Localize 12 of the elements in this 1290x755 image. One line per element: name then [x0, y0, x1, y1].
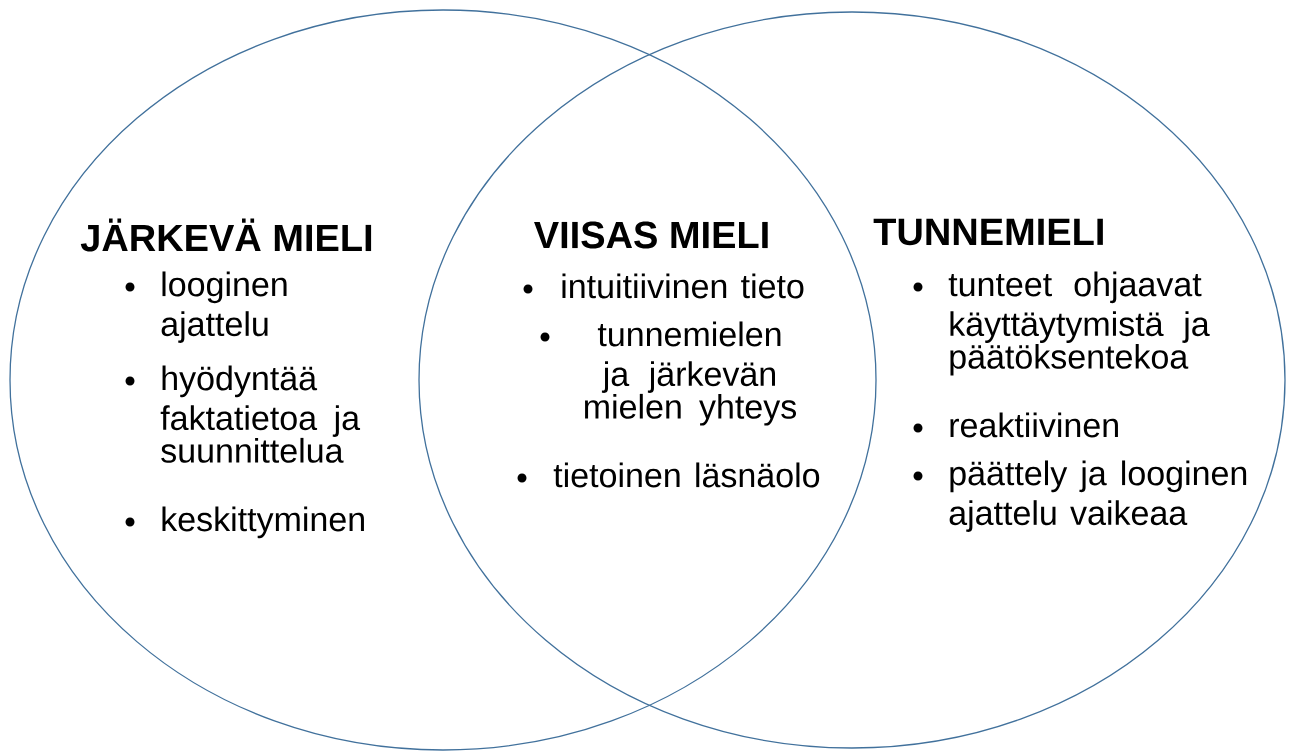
bullet-item: hyödyntää faktatietoa ja suunnittelua: [160, 365, 361, 463]
heading: TUNNEMIELI: [873, 218, 1103, 246]
heading: VIISAS MIELI: [534, 221, 768, 249]
bullet-item: tunteet ohjaavat käyttäytymistä ja päätöksentekoa: [948, 271, 1210, 376]
bullet-item: reaktiivinen: [950, 412, 1118, 438]
bullet-item: päättely ja looginen ajattelu vaikeaa: [949, 460, 1247, 532]
bullet-item: tietoinen läsnäolo: [553, 462, 820, 488]
bullet-item: keskittyminen: [162, 506, 364, 539]
bullet-item: looginen ajattelu: [161, 271, 287, 343]
heading: JÄRKEVÄ MIELI: [80, 218, 372, 252]
bullet-item: intuitiivinen tieto: [562, 273, 804, 299]
bullet-item: tunnemielen ja järkevän mielen yhteys: [585, 321, 796, 426]
